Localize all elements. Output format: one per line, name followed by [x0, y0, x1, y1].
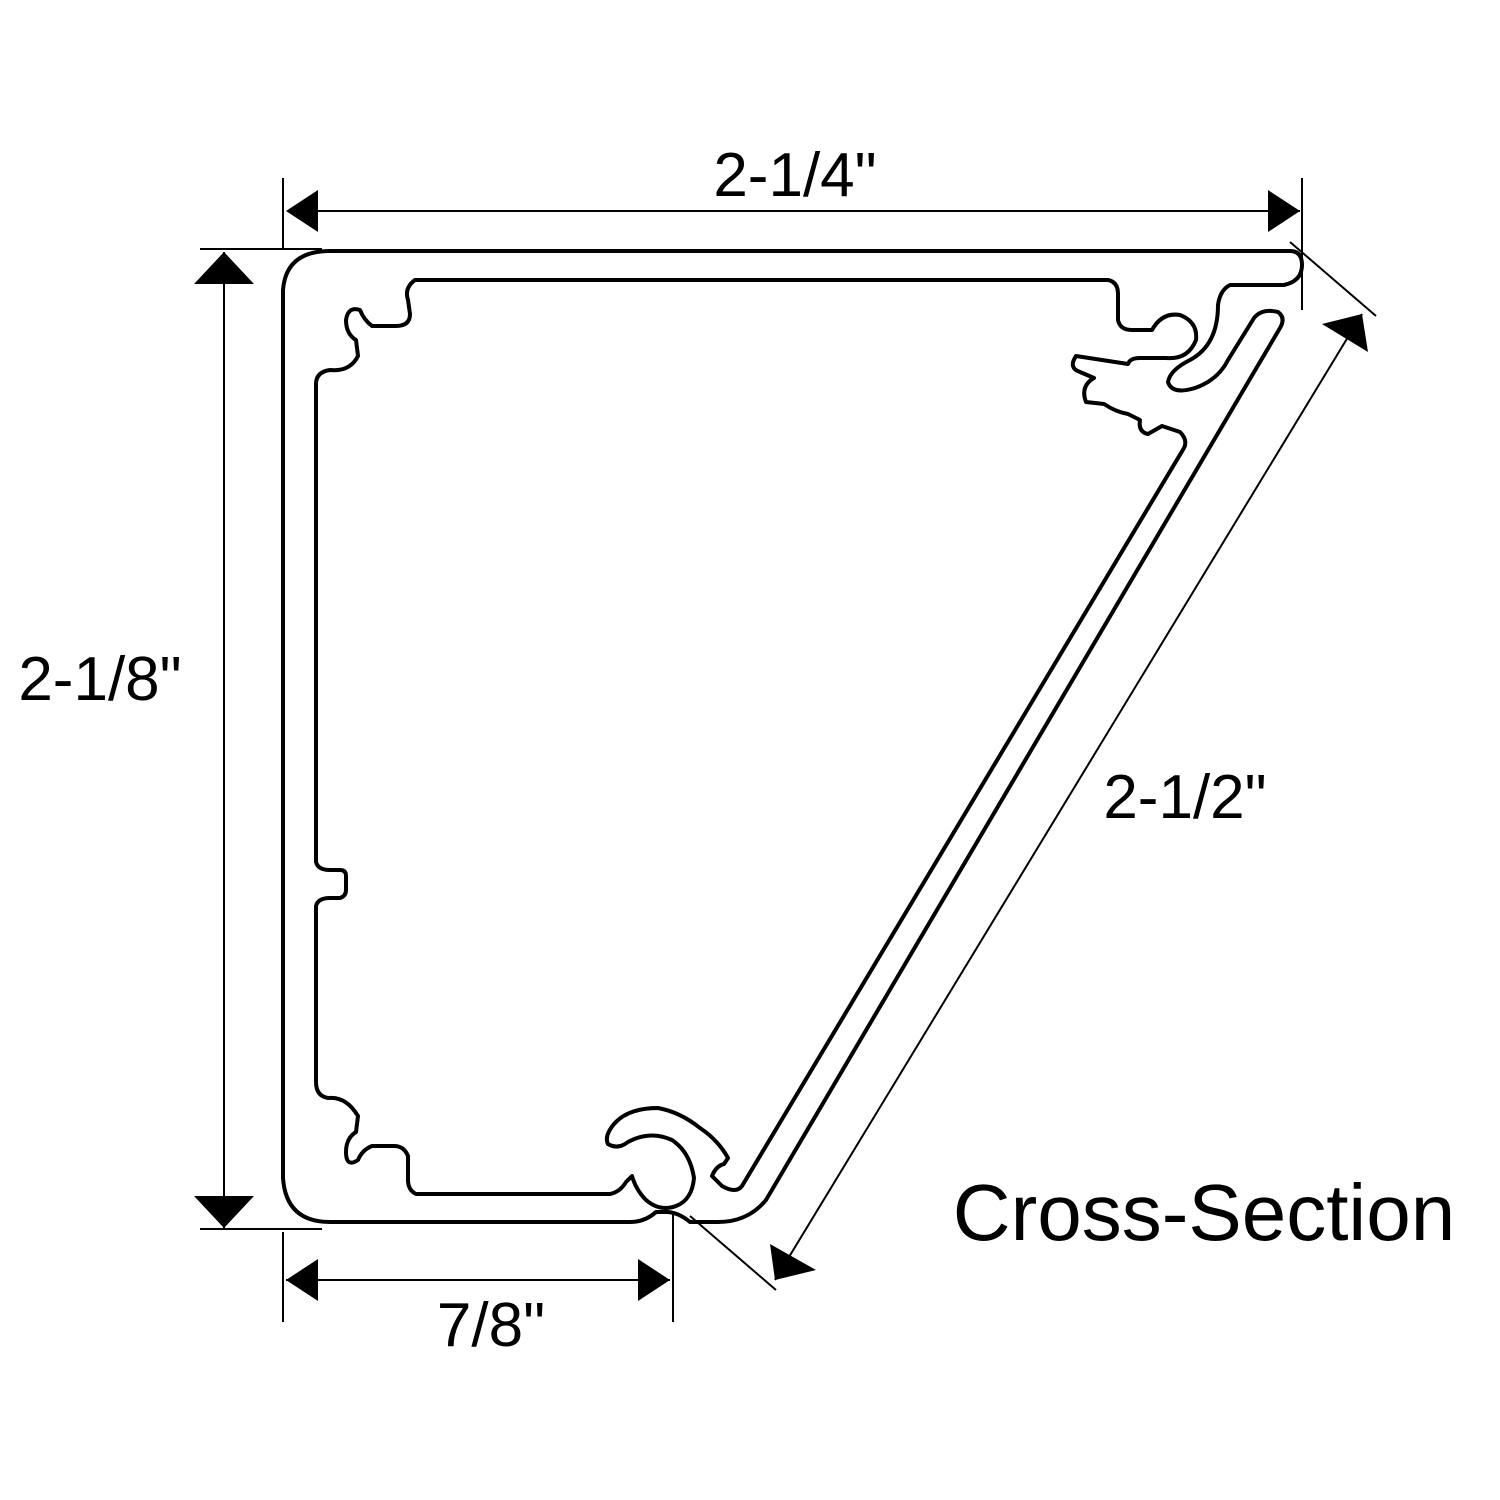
left-arrow-bottom — [194, 1196, 254, 1228]
profile-inner-wall — [314, 278, 1199, 1210]
bottom-width-label: 7/8" — [437, 1291, 545, 1360]
diagonal-arrow-bottom — [770, 1244, 816, 1280]
diagonal-extension-bottom — [689, 1215, 777, 1291]
bottom-arrow-left — [286, 1259, 318, 1301]
diagonal-length-label: 2-1/2" — [1103, 763, 1266, 832]
left-arrow-top — [194, 252, 254, 284]
top-arrow-right — [1268, 190, 1300, 232]
bottom-arrow-right — [638, 1259, 670, 1301]
diagonal-arrow-top — [1322, 314, 1368, 352]
diagonal-dimension-line — [774, 313, 1363, 1281]
cross-section-caption: Cross-Section — [953, 1168, 1455, 1257]
left-height-label: 2-1/8" — [18, 645, 181, 714]
top-arrow-left — [286, 190, 318, 232]
profile-outer-wall — [281, 249, 1304, 1224]
diagonal-extension-top — [1289, 241, 1377, 317]
top-width-label: 2-1/4" — [713, 141, 876, 210]
